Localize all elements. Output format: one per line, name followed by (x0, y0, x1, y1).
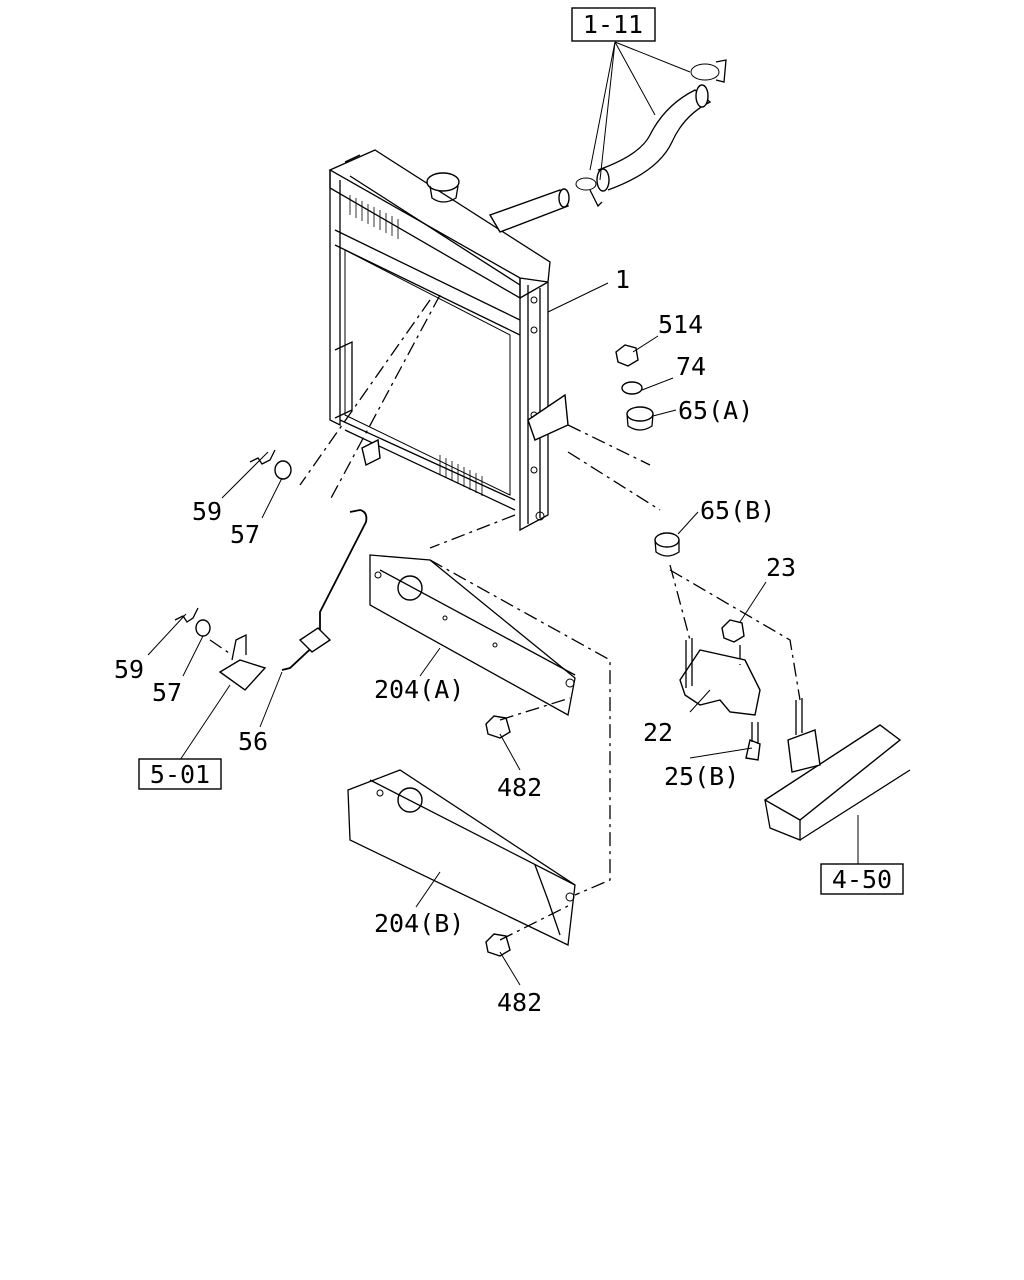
leader-lines (147, 41, 859, 986)
label-59-lower: 59 (114, 655, 144, 684)
label-482-lower: 482 (497, 988, 542, 1017)
ref-box-4-50[interactable]: 4-50 (820, 863, 904, 895)
label-1: 1 (615, 265, 630, 294)
shroud-a (369, 554, 576, 717)
guide-lines (209, 294, 801, 941)
mount-parts (615, 344, 911, 841)
label-57-upper: 57 (230, 520, 260, 549)
label-57-lower: 57 (152, 678, 182, 707)
shroud-b (347, 769, 576, 946)
ref-label-4-50: 4-50 (832, 865, 892, 894)
label-56: 56 (238, 727, 268, 756)
label-22: 22 (643, 718, 673, 747)
label-65b: 65(B) (700, 496, 775, 525)
label-74: 74 (676, 352, 706, 381)
upper-hose (575, 59, 727, 208)
label-23: 23 (766, 553, 796, 582)
label-482-upper: 482 (497, 773, 542, 802)
left-small-parts (174, 449, 368, 691)
label-65a: 65(A) (678, 396, 753, 425)
label-59-upper: 59 (192, 497, 222, 526)
nut-482-a (485, 715, 511, 739)
label-25b: 25(B) (664, 762, 739, 791)
part-labels: 1 514 74 65(A) 65(B) 23 22 25(B) 59 57 5… (114, 265, 796, 1017)
ref-box-5-01[interactable]: 5-01 (138, 758, 222, 790)
ref-label-1-11: 1-11 (583, 10, 643, 39)
label-204b: 204(B) (374, 909, 464, 938)
radiator-assembly (328, 149, 570, 532)
label-514: 514 (658, 310, 703, 339)
ref-box-1-11[interactable]: 1-11 (571, 7, 656, 42)
nut-482-b (485, 933, 511, 957)
label-204a: 204(A) (374, 675, 464, 704)
ref-label-5-01: 5-01 (150, 760, 210, 789)
